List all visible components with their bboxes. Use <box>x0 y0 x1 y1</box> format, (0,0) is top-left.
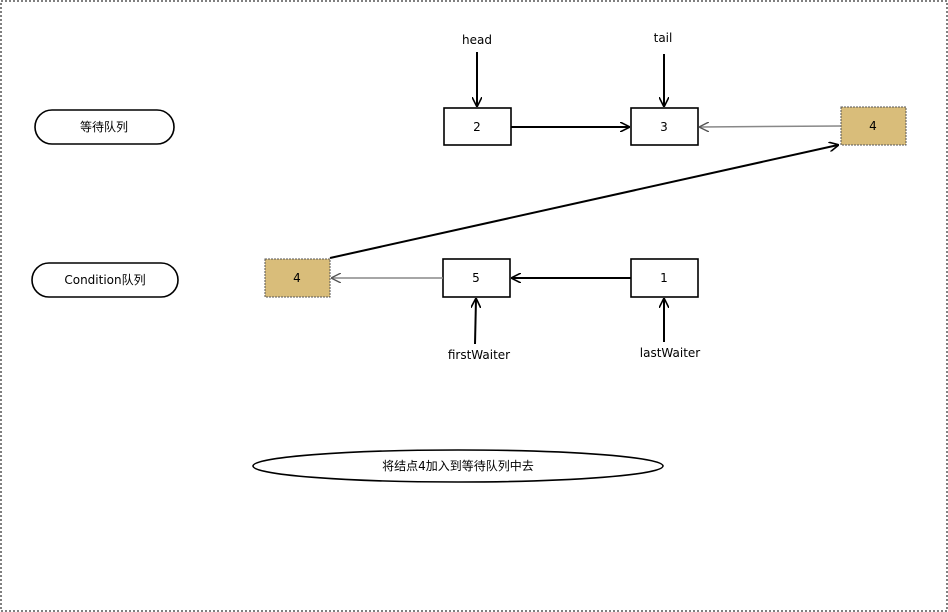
condition-node-5-label: 5 <box>472 271 480 285</box>
caption-text: 将结点4加入到等待队列中去 <box>382 458 534 473</box>
wait-queue-label: 等待队列 <box>34 109 175 145</box>
wait-node-2: 2 <box>443 107 512 146</box>
head-pointer-label: head <box>462 33 492 47</box>
caption-pill: 将结点4加入到等待队列中去 <box>252 449 664 483</box>
wait-node-2-label: 2 <box>473 120 481 134</box>
condition-node-4-moved-label: 4 <box>293 271 301 285</box>
first-waiter-pointer-arrow <box>475 299 476 345</box>
condition-node-1-label: 1 <box>660 271 668 285</box>
link-4-to-3 <box>700 126 842 127</box>
wait-queue-label-text: 等待队列 <box>80 119 128 134</box>
tail-pointer-label: tail <box>654 31 673 45</box>
first-waiter-pointer-label: firstWaiter <box>448 348 510 362</box>
transfer-arrow <box>329 145 838 259</box>
wait-node-3-label: 3 <box>660 120 668 134</box>
condition-node-1: 1 <box>630 258 699 298</box>
wait-node-3: 3 <box>630 107 699 146</box>
condition-node-4-moved: 4 <box>264 258 331 298</box>
condition-node-5: 5 <box>442 258 511 298</box>
last-waiter-pointer-label: lastWaiter <box>640 346 701 360</box>
wait-node-4-moved: 4 <box>840 106 907 146</box>
condition-queue-label: Condition队列 <box>31 262 179 298</box>
condition-queue-label-text: Condition队列 <box>64 272 145 287</box>
wait-node-4-moved-label: 4 <box>869 119 877 133</box>
